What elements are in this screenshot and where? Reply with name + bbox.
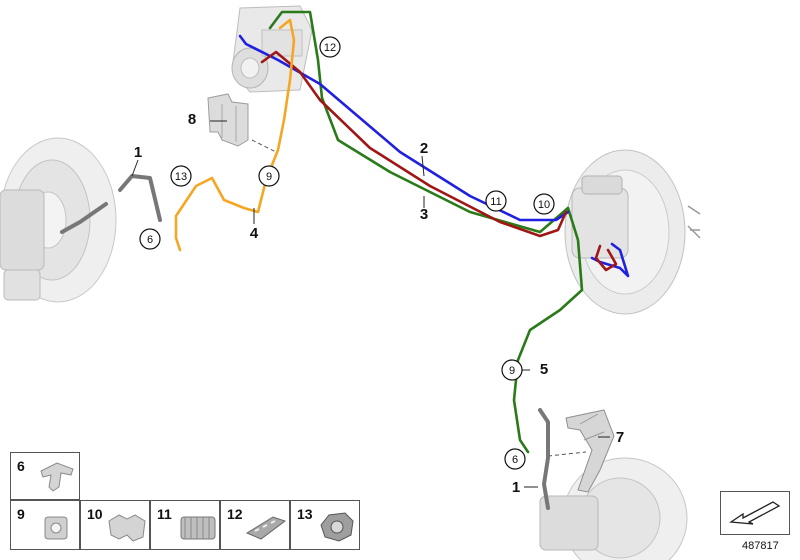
legend-cell-11: 11 bbox=[150, 500, 220, 550]
legend-cell-13: 13 bbox=[290, 500, 360, 550]
svg-text:9: 9 bbox=[509, 365, 515, 377]
legend-cell-10: 10 bbox=[80, 500, 150, 550]
label-1b: 1 bbox=[512, 479, 520, 496]
label-3: 3 bbox=[420, 206, 428, 223]
legend-number-6: 6 bbox=[17, 458, 25, 474]
arrow-nav-box[interactable] bbox=[720, 491, 790, 535]
brake-lines bbox=[60, 10, 630, 510]
label-4: 4 bbox=[250, 225, 259, 242]
clip-part-13-icon bbox=[320, 512, 354, 542]
abs-hydraulic-unit bbox=[231, 5, 313, 93]
label-1a: 1 bbox=[134, 144, 142, 161]
svg-text:13: 13 bbox=[175, 171, 187, 183]
rear-brake-disc bbox=[539, 457, 688, 560]
label-7: 7 bbox=[616, 429, 624, 446]
svg-text:11: 11 bbox=[490, 196, 501, 208]
leader-lines bbox=[131, 120, 610, 488]
legend-cell-6: 6 bbox=[10, 452, 80, 500]
clip-part-11-icon bbox=[180, 516, 216, 540]
clip-part-12-icon bbox=[245, 516, 287, 540]
legend-number-12: 12 bbox=[227, 506, 243, 522]
diagram-id: 487817 bbox=[742, 540, 779, 552]
svg-text:6: 6 bbox=[512, 454, 518, 466]
svg-text:10: 10 bbox=[538, 199, 550, 211]
legend-number-10: 10 bbox=[87, 506, 103, 522]
circle-label-9a: 9 bbox=[258, 165, 280, 187]
circle-label-6a: 6 bbox=[139, 228, 161, 250]
svg-text:12: 12 bbox=[324, 42, 336, 54]
arrow-nav-icon bbox=[729, 501, 781, 525]
circle-label-11: 11 bbox=[485, 190, 507, 212]
clip-part-6-icon bbox=[40, 462, 74, 492]
brake-booster bbox=[564, 149, 701, 315]
label-5: 5 bbox=[540, 361, 548, 378]
bracket-part-8 bbox=[207, 93, 277, 153]
clamp-part-9-icon bbox=[44, 516, 68, 540]
svg-text:6: 6 bbox=[147, 234, 153, 246]
legend-number-9: 9 bbox=[17, 506, 25, 522]
circle-label-10: 10 bbox=[533, 193, 555, 215]
front-brake-disc bbox=[0, 137, 117, 303]
bracket-part-7 bbox=[547, 409, 615, 493]
legend-number-13: 13 bbox=[297, 506, 313, 522]
svg-text:9: 9 bbox=[266, 171, 272, 183]
legend-number-11: 11 bbox=[157, 506, 172, 522]
legend-cell-12: 12 bbox=[220, 500, 290, 550]
circle-label-9b: 9 bbox=[501, 359, 523, 381]
circle-label-13: 13 bbox=[170, 165, 192, 187]
clip-part-10-icon bbox=[108, 514, 146, 542]
legend-cell-9: 9 bbox=[10, 500, 80, 550]
circle-label-6b: 6 bbox=[504, 448, 526, 470]
label-8: 8 bbox=[188, 111, 196, 128]
label-2: 2 bbox=[420, 140, 428, 157]
circle-label-12: 12 bbox=[319, 36, 341, 58]
